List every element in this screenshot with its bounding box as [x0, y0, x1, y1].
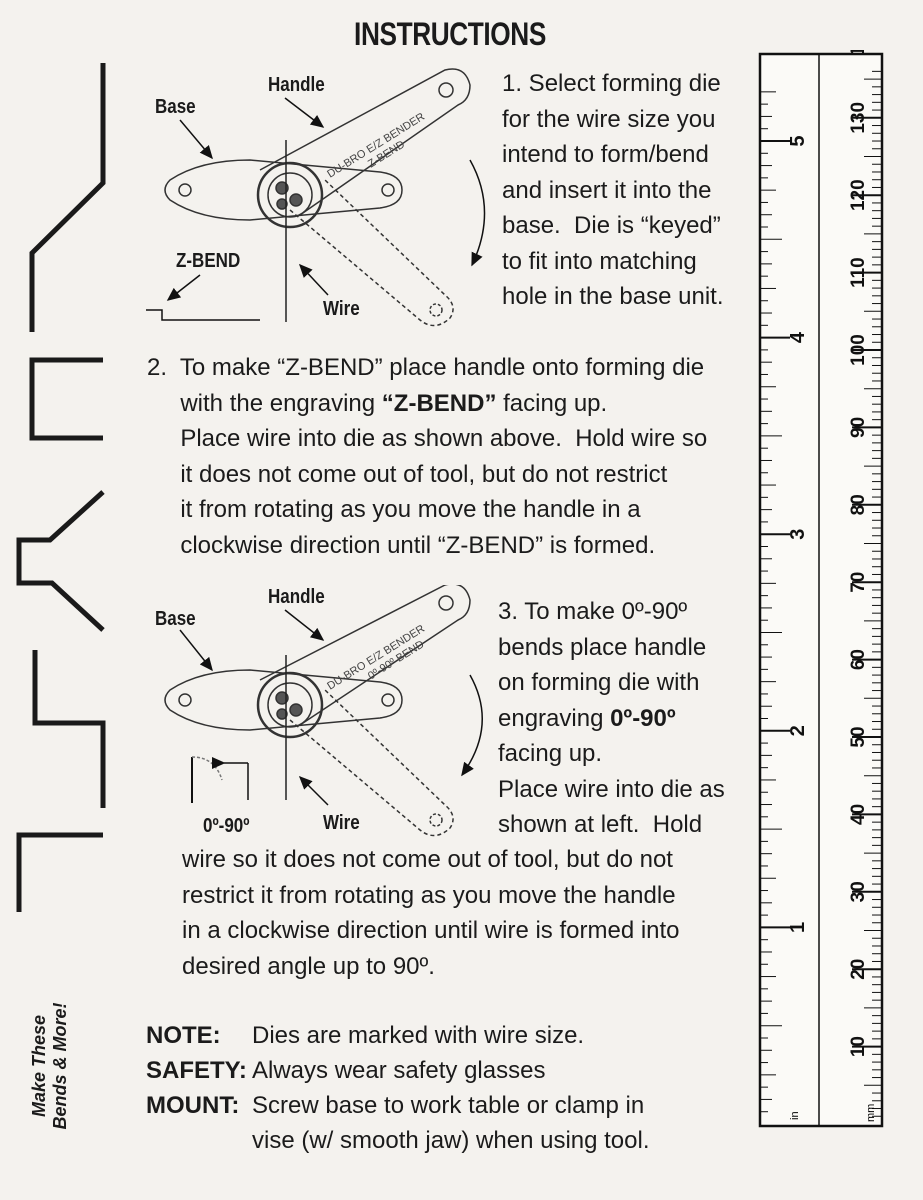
note-key: NOTE: [146, 1022, 221, 1049]
zbend-symbol [146, 309, 260, 321]
note-value: Dies are marked with wire size. [252, 1022, 585, 1049]
step-2-line-2a: with the engraving [147, 389, 382, 417]
step-3-mid: facing up. Place wire into die as shown … [498, 740, 725, 838]
mm-label: 140 [848, 50, 869, 56]
bend-shape-l [16, 832, 103, 912]
forming-die [256, 671, 324, 739]
mm-label: 50 [848, 726, 869, 747]
bend-shape-v [16, 490, 105, 632]
step-2-line-1: 2. To make “Z-BEND” place handle onto fo… [147, 354, 705, 381]
step-2-line-2c: facing up. [496, 389, 608, 417]
mount-value-2: vise (w/ smooth jaw) when using tool. [252, 1127, 650, 1154]
label-handle-1: Handle [268, 74, 325, 96]
mm-label: 10 [848, 1036, 869, 1057]
step-3-engraving-label: engraving [498, 704, 611, 732]
handle-engraved [259, 68, 471, 216]
bend-shape-u [29, 357, 103, 441]
mm-label: 40 [848, 804, 869, 825]
handle-ghost [289, 689, 454, 837]
mm-label: 30 [848, 881, 869, 902]
mount-key: MOUNT: [146, 1092, 240, 1119]
label-wire-1: Wire [323, 298, 360, 320]
bend-shapes-illustration [16, 63, 106, 912]
mm-label: 110 [848, 257, 869, 288]
handle-engraved [259, 585, 471, 726]
mm-label: 90 [848, 417, 869, 438]
engraving-line-1: DU-BRO E/Z BENDER [325, 111, 427, 181]
side-caption-line-2: Bends & More! [50, 1002, 70, 1130]
label-handle-2: Handle [268, 586, 325, 608]
forming-die [256, 161, 324, 229]
safety-value: Always wear safety glasses [252, 1057, 546, 1084]
base-plate [164, 669, 403, 731]
inch-label: 2 [787, 725, 809, 736]
mm-label: 100 [848, 334, 869, 366]
mm-label: 120 [848, 179, 869, 211]
mm-unit-label: mm [865, 1104, 877, 1122]
mm-label: 80 [848, 494, 869, 515]
bend-shape-offset [29, 63, 106, 332]
inch-unit-label: in [789, 1111, 801, 1120]
label-angle: 0º-90º [203, 815, 250, 837]
ruler: 10 20 30 40 50 60 70 80 90 100 110 120 130 140 1 2 3 4 5 i… [758, 50, 884, 1128]
step-3-engraving-value: 0º-90º [610, 704, 676, 732]
side-caption-line-1: Make These [29, 1014, 49, 1118]
safety-key: SAFETY: [146, 1057, 247, 1084]
inch-label: 5 [787, 135, 809, 146]
inch-label: 3 [787, 529, 809, 540]
step-2-rest: Place wire into die as shown above. Hold… [180, 425, 708, 559]
label-wire-2: Wire [323, 812, 360, 834]
handle-ghost [289, 179, 454, 327]
mount-value: Screw base to work table or clamp in [252, 1092, 645, 1119]
mm-label: 70 [848, 572, 869, 593]
page-title: INSTRUCTIONS [354, 16, 546, 52]
mm-label: 60 [848, 649, 869, 670]
mm-label: 20 [848, 959, 869, 980]
label-base-2: Base [155, 608, 196, 630]
side-caption: Make These Bends & More! [29, 966, 71, 1166]
clockwise-arrow [461, 674, 483, 777]
angle-bend-tool-diagram: DU-BRO E/Z BENDER 0º-90º BEND [164, 585, 483, 837]
label-zbend: Z-BEND [176, 250, 241, 272]
step-3-text-right: 3. To make 0º-90º bends place handle on … [498, 594, 725, 843]
step-2-engraving: “Z-BEND” [381, 389, 497, 417]
bend-shape-step [32, 650, 106, 808]
step-3-text-bottom: wire so it does not come out of tool, bu… [182, 846, 680, 980]
step-2-text: 2. To make “Z-BEND” place handle onto fo… [147, 350, 707, 563]
step-3-top: 3. To make 0º-90º bends place handle on … [498, 598, 707, 696]
zbend-tool-diagram: DU-BRO E/Z BENDER Z-BEND [146, 68, 486, 327]
base-plate [164, 159, 403, 221]
mm-label: 130 [848, 102, 869, 134]
inch-label: 4 [787, 331, 809, 343]
label-base-1: Base [155, 96, 196, 118]
clockwise-arrow [469, 159, 486, 267]
step-1-text: 1. Select forming die for the wire size … [502, 70, 724, 310]
inch-label: 1 [787, 922, 809, 933]
